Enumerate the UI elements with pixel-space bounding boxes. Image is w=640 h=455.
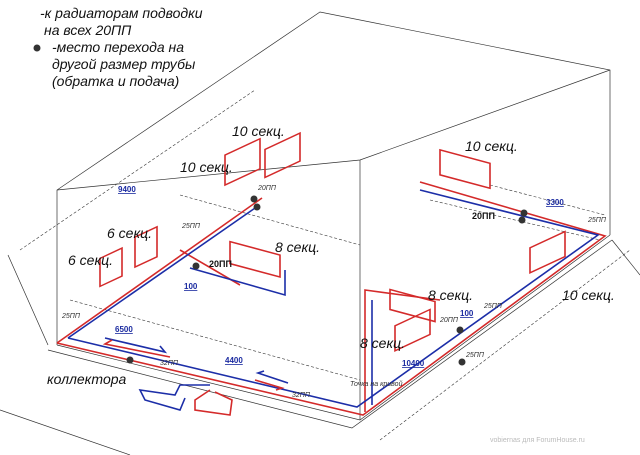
collector-label: коллектора <box>47 371 127 387</box>
dimension-label: 10400 <box>402 359 425 368</box>
pipe-size: 25ПП <box>587 217 607 224</box>
watermark: vobiernas для ForumHouse.ru <box>490 437 585 444</box>
pipe-size: 20ПП <box>257 185 277 192</box>
dimension-label: 4400 <box>225 356 243 365</box>
radiator-label: 6 секц. <box>107 225 152 241</box>
radiator-label: 10 секц. <box>232 123 285 139</box>
curve-point-label: Точка на кривой <box>350 380 403 388</box>
radiators <box>99 131 566 352</box>
legend-line: (обратка и подача) <box>52 73 180 89</box>
legend-line: -к радиаторам подводки <box>40 5 203 21</box>
radiator-label: 10 секц. <box>465 138 518 154</box>
return-pipes <box>67 189 600 411</box>
pipe-size: 32ПП <box>160 360 179 367</box>
supply-pipes <box>56 181 607 416</box>
pipe-size: 20ПП <box>472 211 495 221</box>
radiator-label: 6 секц. <box>68 252 113 268</box>
radiator-label: 8 секц. <box>428 287 473 303</box>
pipe-size: 25ПП <box>483 303 503 310</box>
legend-line: на всех 20ПП <box>44 22 132 38</box>
radiator-label: 10 секц. <box>562 287 615 303</box>
dimension-label: 6500 <box>115 325 133 334</box>
radiator-label: 10 секц. <box>180 159 233 175</box>
dimension-label: 100 <box>460 309 474 318</box>
transition-markers <box>33 44 528 366</box>
pipe-size: 20ПП <box>439 317 459 324</box>
pipe-size: 25ПП <box>61 313 81 320</box>
legend-line: другой размер трубы <box>52 56 196 72</box>
dimension-label: 9400 <box>118 185 136 194</box>
radiator-label: 8 секц. <box>275 239 320 255</box>
pipe-size: 25ПП <box>181 223 201 230</box>
dimension-label: 100 <box>184 282 198 291</box>
pipe-size: 20ПП <box>209 259 232 269</box>
dimension-label: 3300 <box>546 198 564 207</box>
room-outline <box>0 11 640 455</box>
pipe-size: 25ПП <box>465 352 485 359</box>
radiator-label: 8 секц. <box>360 335 405 351</box>
dimension-lines <box>19 89 631 441</box>
pipe-size: 32ПП <box>292 392 311 399</box>
legend: -к радиаторам подводки на всех 20ПП -мес… <box>40 5 203 90</box>
legend-line: -место перехода на <box>52 39 185 55</box>
flow-arrows <box>102 337 289 391</box>
